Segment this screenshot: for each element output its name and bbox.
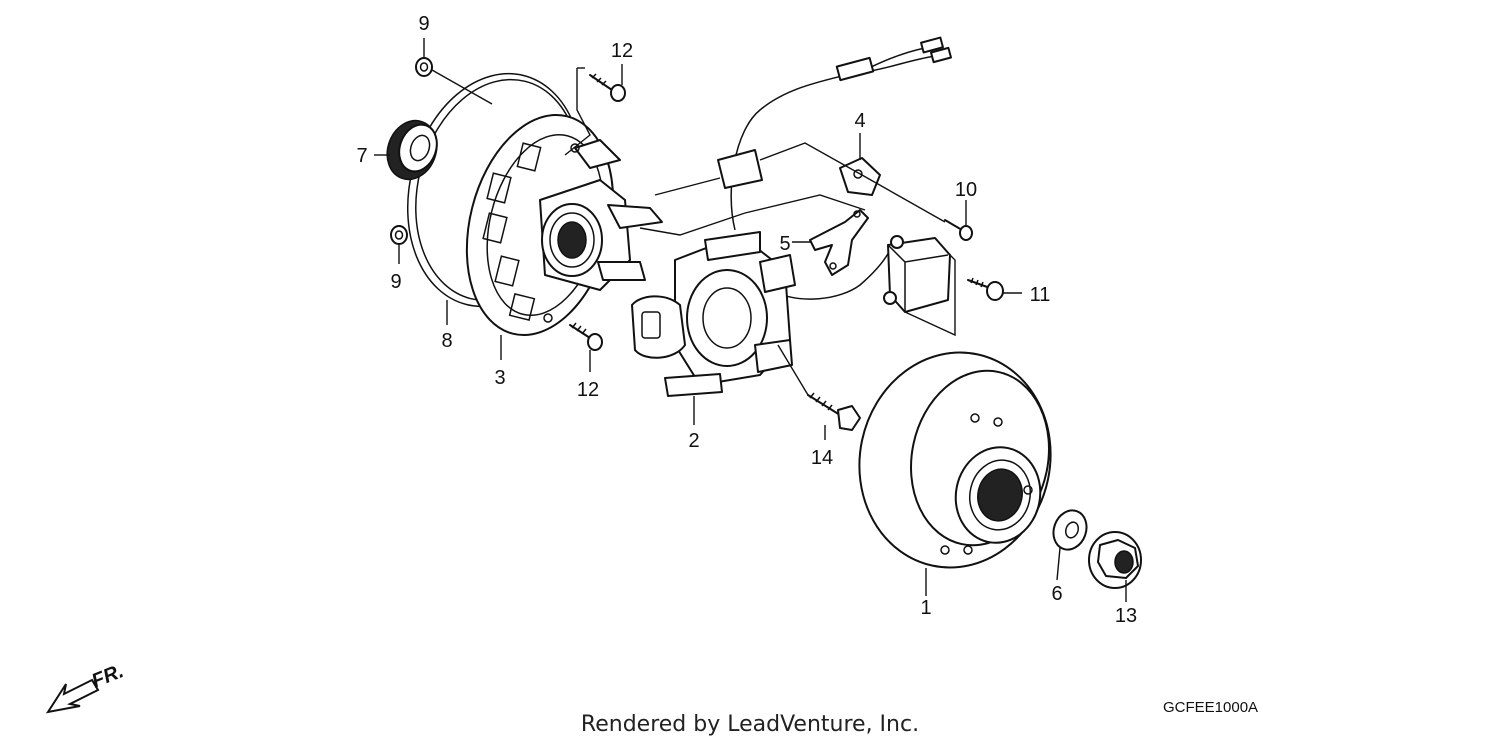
- part-2-stator[interactable]: [631, 231, 796, 397]
- footer-credit: Rendered by LeadVenture, Inc.: [580, 712, 920, 737]
- callout-4: 4: [854, 110, 865, 132]
- callout-labels: 9 7 9 8 3 12 12 2 14 4 5 10 11 1 6 13: [356, 13, 1137, 627]
- callout-13: 13: [1115, 605, 1137, 627]
- callout-9-lower: 9: [390, 271, 401, 293]
- front-direction-indicator: FR.: [45, 660, 127, 714]
- callout-12-lower: 12: [577, 379, 599, 401]
- callout-1: 1: [920, 597, 931, 619]
- callout-2: 2: [688, 430, 699, 452]
- part-10-bolt[interactable]: [944, 219, 973, 241]
- part-1-flywheel[interactable]: [840, 335, 1071, 586]
- part-9-dowel-lower[interactable]: [390, 225, 408, 245]
- front-arrow-icon: [45, 678, 100, 714]
- callout-11: 11: [1030, 284, 1051, 306]
- front-label: FR.: [89, 660, 127, 692]
- callout-10: 10: [955, 179, 977, 201]
- pulse-generator[interactable]: [883, 235, 951, 313]
- callout-7: 7: [356, 145, 367, 167]
- callout-5: 5: [779, 233, 790, 255]
- part-4-clamp[interactable]: [839, 157, 881, 196]
- part-7-oil-seal[interactable]: [379, 114, 445, 187]
- part-6-washer[interactable]: [1048, 506, 1092, 555]
- part-5-bracket[interactable]: [809, 209, 869, 276]
- callout-9-upper: 9: [418, 13, 429, 35]
- callout-6: 6: [1051, 583, 1062, 605]
- callout-8: 8: [441, 330, 452, 352]
- callout-3: 3: [494, 367, 505, 389]
- wire-harness: [717, 36, 952, 300]
- part-12-bolt-upper[interactable]: [589, 73, 626, 102]
- part-3-generator-cover[interactable]: [445, 99, 663, 350]
- part-13-flange-nut[interactable]: [1088, 531, 1142, 589]
- part-11-bolt[interactable]: [967, 277, 1004, 301]
- callout-12-upper: 12: [611, 40, 633, 62]
- leader-lines: [374, 38, 1127, 602]
- diagram-code: GCFEE1000A: [1163, 699, 1258, 716]
- part-14-bolt[interactable]: [807, 392, 861, 431]
- part-12-bolt-lower[interactable]: [569, 322, 603, 351]
- callout-14: 14: [811, 447, 833, 469]
- part-9-dowel-upper[interactable]: [415, 57, 433, 77]
